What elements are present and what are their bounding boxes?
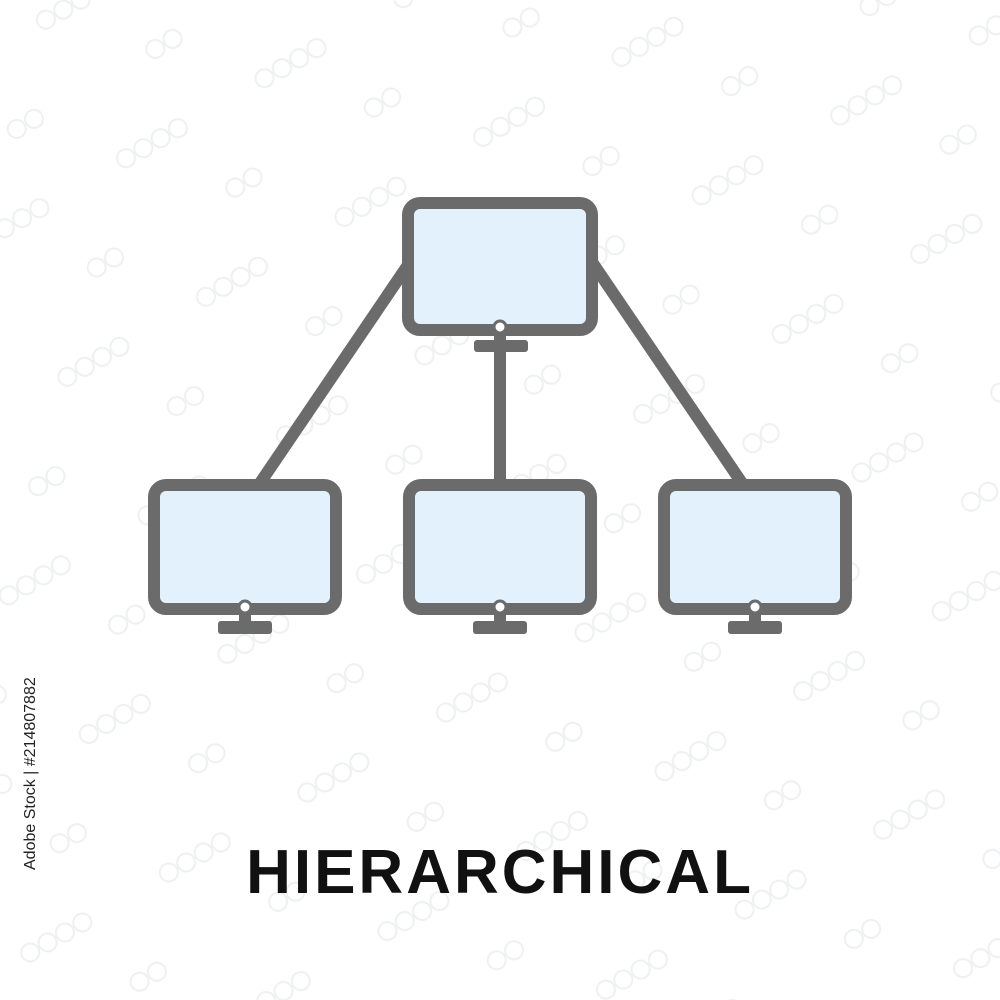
monitor-screen-icon [658,479,852,615]
stock-id-label: Adobe Stock | #214807882 [22,677,39,870]
monitor-screen-icon [403,479,597,615]
monitor-neck-icon [749,612,761,622]
connector-left [252,256,416,492]
monitor-neck-icon [494,332,506,342]
monitor-stand-icon [473,621,527,634]
monitor-neck-icon [239,612,251,622]
caption-title: HIERARCHICAL [246,838,754,907]
connector-right [586,256,750,492]
monitor-node-right [658,479,852,634]
monitor-node-center [403,479,597,634]
monitor-node-top [402,197,598,352]
power-dot-icon [492,599,508,615]
monitor-neck-icon [494,612,506,622]
power-dot-icon [237,599,253,615]
monitor-stand-icon [218,621,272,634]
monitor-node-left [148,479,342,634]
monitor-screen-icon [148,479,342,615]
power-dot-icon [492,319,508,335]
power-dot-icon [747,599,763,615]
monitor-stand-icon [474,340,528,352]
connector-lines [252,256,750,492]
monitor-stand-icon [728,621,782,634]
monitor-screen-icon [402,197,598,336]
